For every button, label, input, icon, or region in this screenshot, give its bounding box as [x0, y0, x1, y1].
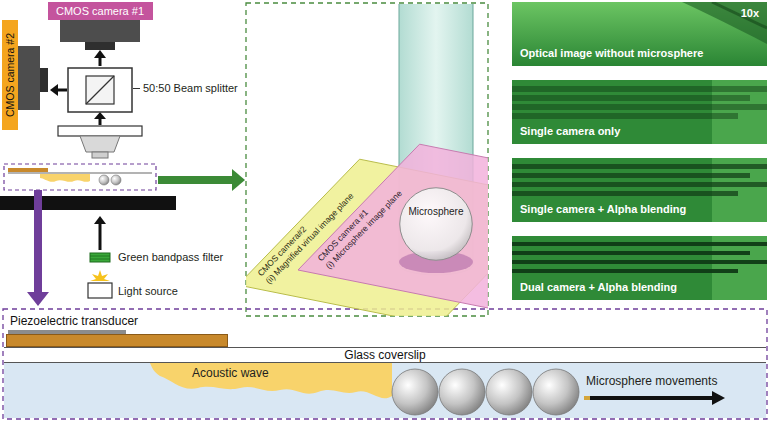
zoom-arrow-purple [27, 190, 49, 306]
grating-stripe [512, 242, 767, 246]
bandpass-filter [90, 253, 110, 262]
transducer-shape [6, 314, 228, 347]
zoom-arrow-green [158, 169, 245, 191]
microsphere-row [486, 369, 532, 415]
light-path-arrow [99, 118, 102, 125]
microscope-image [512, 2, 767, 66]
microsphere-row [533, 369, 579, 415]
objective [80, 136, 120, 152]
electrode [8, 330, 126, 334]
microscope-stage [0, 196, 176, 210]
zoom-arrow-green [232, 169, 245, 191]
grating-stripe [512, 173, 750, 178]
sample-detail [8, 172, 152, 174]
image-panel: Single camera + Alpha blending [512, 158, 767, 222]
zoom-arrow-purple [27, 292, 49, 306]
sample-detail [99, 175, 109, 185]
light-path-arrow [94, 216, 106, 224]
light-source [88, 283, 112, 298]
microsphere: Microsphere [399, 187, 473, 261]
acoustic-wave [150, 363, 392, 398]
zoom-arrow-green [158, 176, 232, 184]
grating-stripe [512, 113, 738, 119]
light-path-arrow [94, 50, 106, 58]
microsphere-row [392, 369, 438, 415]
image-ground [512, 158, 767, 222]
beam-splitter [68, 68, 132, 112]
objective [92, 152, 108, 158]
movement-arrow [584, 396, 712, 400]
light-path-arrow [57, 89, 67, 92]
grating-stripe [512, 164, 767, 169]
camera-label-box: CMOS camera #1 [48, 2, 153, 20]
beam-splitter [86, 76, 114, 104]
camera-1-body [60, 20, 140, 42]
movement-arrow [712, 391, 725, 405]
camera-2-body [18, 46, 40, 110]
sample-detail [40, 174, 90, 182]
water-layer [4, 363, 766, 418]
image-ground [512, 2, 767, 66]
objective [58, 126, 142, 136]
image-panel: 10xOptical image without microsphere [512, 2, 767, 66]
light-path-arrow [50, 84, 58, 96]
image-shadow [682, 2, 767, 44]
image-shadow [712, 2, 767, 28]
light-path-arrow [99, 57, 102, 66]
sphere-shape [399, 187, 473, 261]
camera-2-body [40, 68, 48, 92]
grating-stripe [512, 191, 738, 196]
sample-detail [8, 168, 48, 172]
light-path-arrow [99, 223, 102, 250]
image-panel: Dual camera + Alpha blending [512, 236, 767, 300]
transducer: Piezoelectric transducer [6, 314, 228, 347]
bandpass-filter [90, 259, 110, 260]
microscope-image [512, 80, 767, 144]
beam-splitter [86, 76, 114, 104]
sample-detail [111, 175, 121, 185]
grating-stripe [512, 104, 767, 110]
leader-line [133, 88, 140, 89]
zoom-frame [3, 309, 767, 419]
image-panel: Single camera only [512, 80, 767, 144]
objective [58, 126, 142, 158]
grating-stripe [512, 251, 750, 255]
grating-stripe [512, 95, 750, 101]
image-ground [512, 236, 767, 300]
movement-arrow [584, 391, 725, 405]
zoom-arrow-purple [34, 190, 42, 292]
light-source [88, 270, 112, 298]
microsphere-row [392, 369, 579, 415]
light-cylinder [399, 4, 473, 275]
grating-stripe [512, 182, 767, 187]
image-ground [512, 80, 767, 144]
grating-stripe [512, 260, 767, 264]
beam-splitter [68, 68, 132, 112]
light-source [90, 270, 110, 281]
bandpass-filter [90, 256, 110, 257]
sample-detail [4, 164, 156, 190]
microsphere-row [439, 369, 485, 415]
camera-2-body [18, 46, 48, 110]
movement-arrow [584, 396, 590, 400]
microscope-image [512, 236, 767, 300]
bandpass-filter [90, 253, 110, 262]
camera-1-body [85, 42, 115, 50]
light-path-arrow [94, 112, 106, 119]
grating-stripe [512, 269, 738, 273]
plane-outline [246, 159, 488, 316]
grating-stripe [512, 86, 767, 92]
light-cylinder [399, 4, 473, 265]
camera-label-box: CMOS camera #2 [2, 20, 18, 130]
camera-1-body [60, 20, 140, 50]
microscope-image [512, 158, 767, 222]
coverslip-band: Glass coverslip [4, 347, 766, 363]
sample-detail [4, 164, 156, 190]
sphere-outline [400, 188, 473, 261]
piezo-body [7, 335, 228, 347]
